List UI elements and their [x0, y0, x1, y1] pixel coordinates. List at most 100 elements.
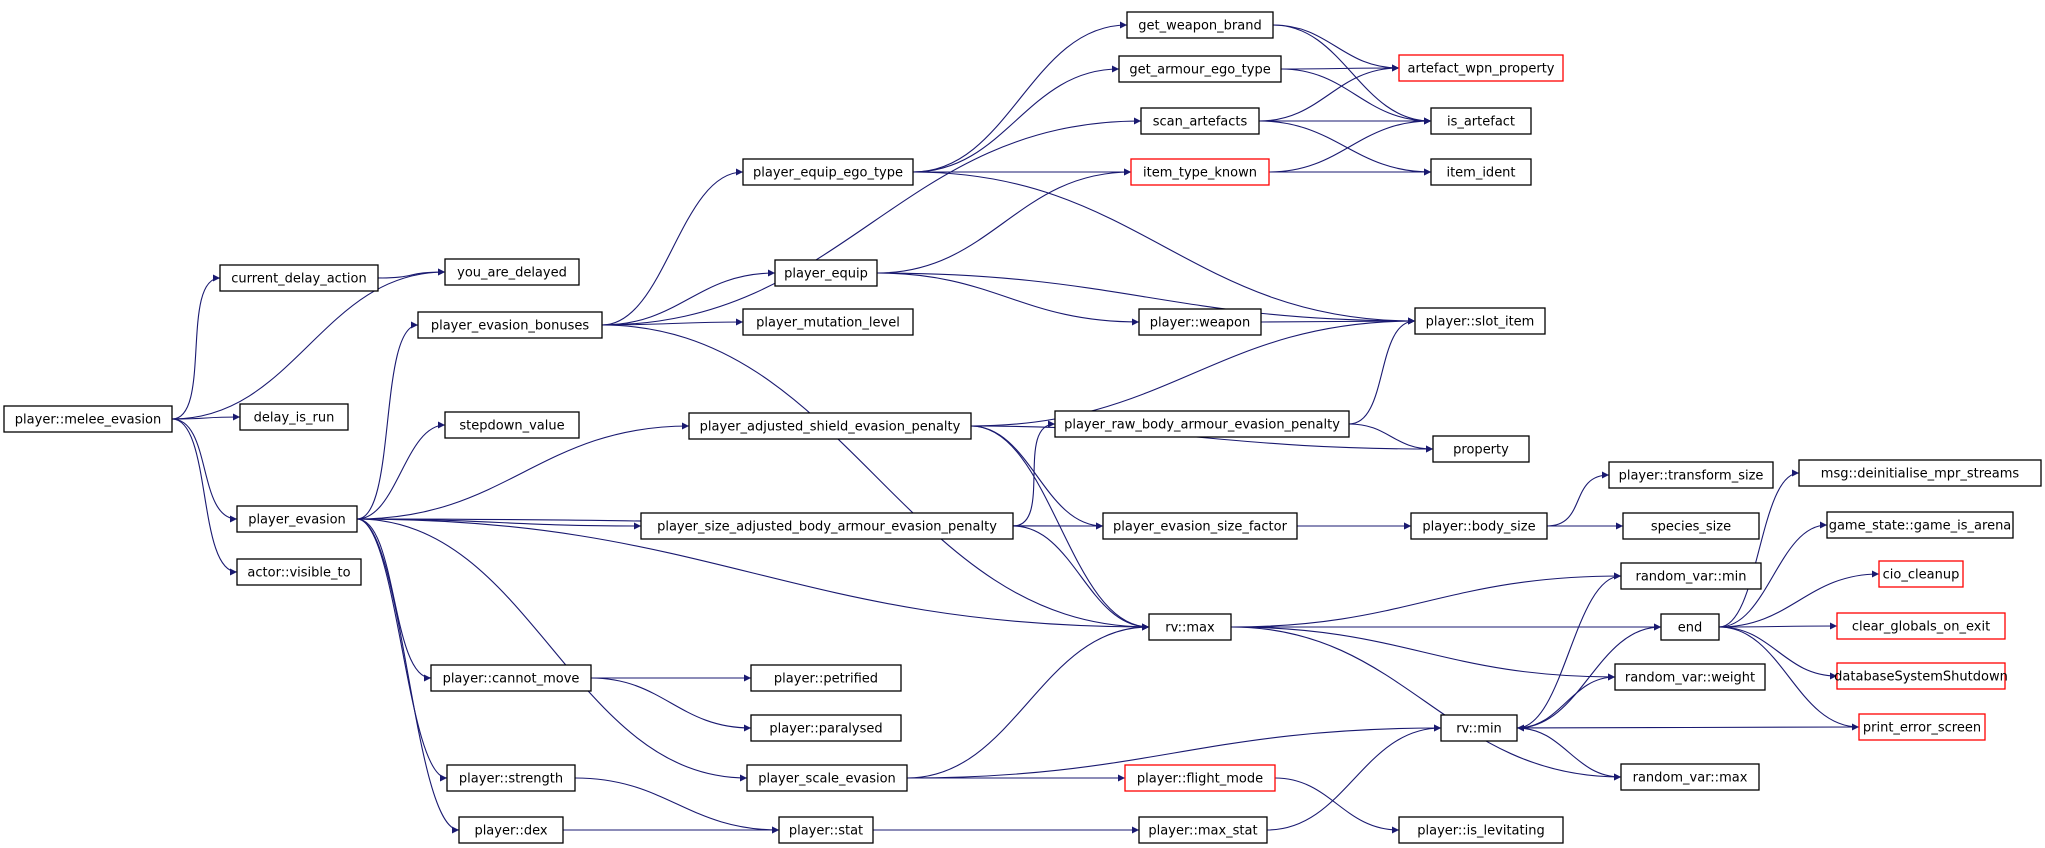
- node-box[interactable]: [750, 664, 902, 692]
- node-you-are-delayed[interactable]: you_are_delayed: [444, 258, 580, 286]
- node-box[interactable]: [236, 505, 358, 533]
- node-transform-size[interactable]: player::transform_size: [1608, 461, 1774, 489]
- node-box[interactable]: [1798, 459, 2042, 487]
- node-delay-is-run[interactable]: delay_is_run: [239, 403, 349, 431]
- node-box[interactable]: [458, 816, 564, 844]
- node-stepdown-value[interactable]: stepdown_value: [444, 411, 580, 439]
- node-visible-to[interactable]: actor::visible_to: [236, 558, 362, 586]
- node-box[interactable]: [742, 158, 914, 186]
- node-box[interactable]: [1398, 816, 1564, 844]
- node-box[interactable]: [1660, 613, 1720, 641]
- node-box[interactable]: [1614, 663, 1766, 691]
- node-box[interactable]: [1430, 158, 1532, 186]
- node-stat[interactable]: player::stat: [778, 816, 874, 844]
- node-box[interactable]: [1118, 55, 1282, 83]
- node-dex[interactable]: player::dex: [458, 816, 564, 844]
- node-box[interactable]: [742, 308, 914, 336]
- node-player-evasion-bonuses[interactable]: player_evasion_bonuses: [417, 311, 603, 339]
- node-player-evasion[interactable]: player_evasion: [236, 505, 358, 533]
- node-box[interactable]: [1148, 613, 1232, 641]
- node-db-shutdown[interactable]: databaseSystemShutdown: [1834, 662, 2008, 690]
- node-clear-globals[interactable]: clear_globals_on_exit: [1836, 612, 2006, 640]
- node-box[interactable]: [1140, 107, 1260, 135]
- node-rv-min[interactable]: rv::min: [1440, 714, 1518, 742]
- node-player-mutation-level[interactable]: player_mutation_level: [742, 308, 914, 336]
- node-box[interactable]: [1138, 308, 1262, 336]
- node-player-equip-ego-type[interactable]: player_equip_ego_type: [742, 158, 914, 186]
- node-box[interactable]: [688, 412, 972, 440]
- node-body-size[interactable]: player::body_size: [1410, 512, 1548, 540]
- node-get-armour-ego-type[interactable]: get_armour_ego_type: [1118, 55, 1282, 83]
- node-flight-mode[interactable]: player::flight_mode: [1124, 764, 1276, 792]
- node-cio-cleanup[interactable]: cio_cleanup: [1878, 560, 1964, 588]
- node-box[interactable]: [1430, 107, 1532, 135]
- node-artefact-wpn-property[interactable]: artefact_wpn_property: [1398, 54, 1564, 82]
- node-item-type-known[interactable]: item_type_known: [1130, 158, 1270, 186]
- node-box[interactable]: [1414, 307, 1546, 335]
- node-box[interactable]: [1620, 763, 1760, 791]
- node-box[interactable]: [444, 258, 580, 286]
- node-box[interactable]: [1130, 158, 1270, 186]
- node-random-var-max[interactable]: random_var::max: [1620, 763, 1760, 791]
- node-box[interactable]: [239, 403, 349, 431]
- node-property[interactable]: property: [1432, 435, 1530, 463]
- node-print-error-screen[interactable]: print_error_screen: [1858, 713, 1986, 741]
- node-box[interactable]: [1432, 435, 1530, 463]
- node-strength[interactable]: player::strength: [446, 764, 576, 792]
- node-box[interactable]: [640, 512, 1014, 540]
- node-paralysed[interactable]: player::paralysed: [750, 714, 902, 742]
- node-box[interactable]: [1878, 560, 1964, 588]
- node-cannot-move[interactable]: player::cannot_move: [430, 664, 592, 692]
- node-size-adj-body-penalty[interactable]: player_size_adjusted_body_armour_evasion…: [640, 512, 1014, 540]
- node-box[interactable]: [1102, 512, 1298, 540]
- node-shield-penalty[interactable]: player_adjusted_shield_evasion_penalty: [688, 412, 972, 440]
- node-box[interactable]: [1836, 662, 2006, 690]
- node-box[interactable]: [444, 411, 580, 439]
- node-is-levitating[interactable]: player::is_levitating: [1398, 816, 1564, 844]
- node-max-stat[interactable]: player::max_stat: [1138, 816, 1268, 844]
- node-game-is-arena[interactable]: game_state::game_is_arena: [1826, 511, 2014, 539]
- node-box[interactable]: [1410, 512, 1548, 540]
- node-box[interactable]: [1620, 562, 1762, 590]
- node-box[interactable]: [446, 764, 576, 792]
- node-scale-evasion[interactable]: player_scale_evasion: [746, 764, 908, 792]
- node-item-ident[interactable]: item_ident: [1430, 158, 1532, 186]
- node-species-size[interactable]: species_size: [1622, 512, 1760, 540]
- node-scan-artefacts[interactable]: scan_artefacts: [1140, 107, 1260, 135]
- node-box[interactable]: [1608, 461, 1774, 489]
- node-petrified[interactable]: player::petrified: [750, 664, 902, 692]
- node-box[interactable]: [774, 259, 878, 287]
- node-box[interactable]: [750, 714, 902, 742]
- node-box[interactable]: [1398, 54, 1564, 82]
- node-box[interactable]: [1126, 11, 1274, 39]
- node-slot-item[interactable]: player::slot_item: [1414, 307, 1546, 335]
- node-get-weapon-brand[interactable]: get_weapon_brand: [1126, 11, 1274, 39]
- node-box[interactable]: [1440, 714, 1518, 742]
- node-box[interactable]: [417, 311, 603, 339]
- node-raw-body-penalty[interactable]: player_raw_body_armour_evasion_penalty: [1054, 410, 1350, 438]
- node-box[interactable]: [219, 264, 379, 292]
- node-is-artefact[interactable]: is_artefact: [1430, 107, 1532, 135]
- node-player-equip[interactable]: player_equip: [774, 259, 878, 287]
- node-box[interactable]: [746, 764, 908, 792]
- node-melee-evasion[interactable]: player::melee_evasion: [3, 405, 173, 433]
- node-box[interactable]: [1836, 612, 2006, 640]
- node-rv-max[interactable]: rv::max: [1148, 613, 1232, 641]
- node-box[interactable]: [236, 558, 362, 586]
- node-player-weapon[interactable]: player::weapon: [1138, 308, 1262, 336]
- node-box[interactable]: [1622, 512, 1760, 540]
- node-box[interactable]: [3, 405, 173, 433]
- node-box[interactable]: [778, 816, 874, 844]
- node-box[interactable]: [1826, 511, 2014, 539]
- node-current-delay-action[interactable]: current_delay_action: [219, 264, 379, 292]
- node-box[interactable]: [1138, 816, 1268, 844]
- node-end[interactable]: end: [1660, 613, 1720, 641]
- node-mpr-streams[interactable]: msg::deinitialise_mpr_streams: [1798, 459, 2042, 487]
- node-box[interactable]: [1054, 410, 1350, 438]
- node-size-factor[interactable]: player_evasion_size_factor: [1102, 512, 1298, 540]
- node-box[interactable]: [430, 664, 592, 692]
- node-random-var-weight[interactable]: random_var::weight: [1614, 663, 1766, 691]
- node-box[interactable]: [1858, 713, 1986, 741]
- node-random-var-min[interactable]: random_var::min: [1620, 562, 1762, 590]
- node-box[interactable]: [1124, 764, 1276, 792]
